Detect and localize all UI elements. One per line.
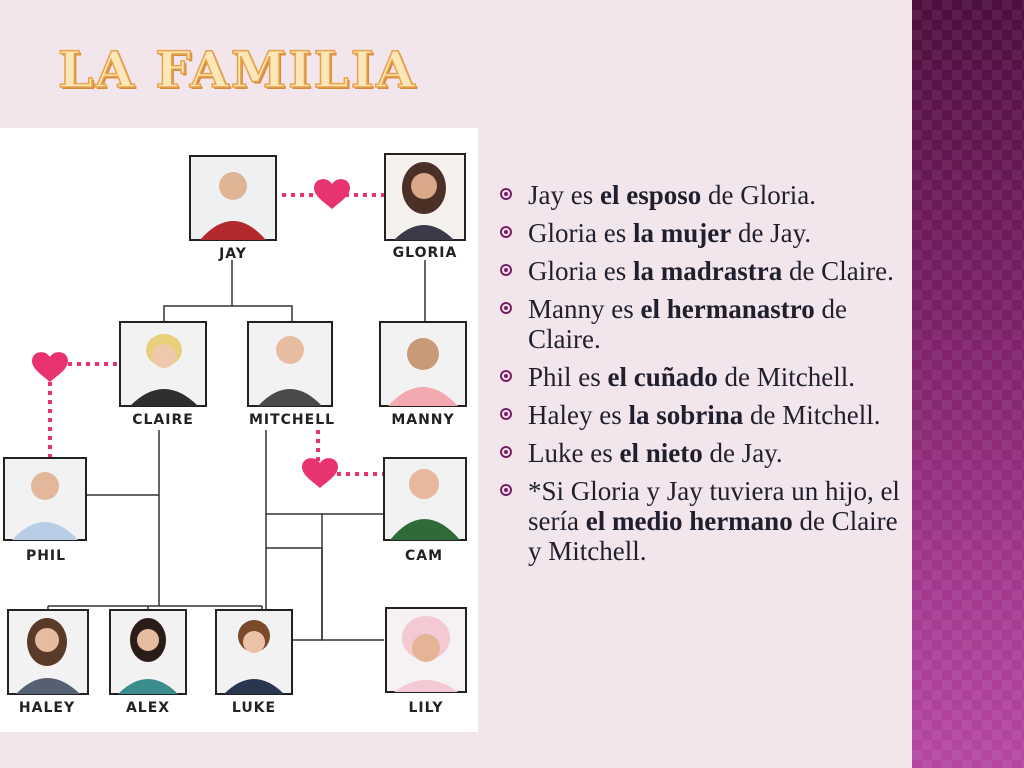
name-label: MANNY [391,412,454,428]
name-label: ALEX [126,700,170,716]
slide-title: LA FAMILIA [57,39,417,100]
portrait-mitchell [247,321,333,407]
relationship-bullet-list: Jay es el esposo de Gloria. Gloria es la… [498,180,908,574]
portrait-luke [215,609,293,695]
portrait-haley [7,609,89,695]
name-label: CAM [405,548,443,564]
family-tree-diagram: JAY GLORIA CLAIRE MITCHELL MANNY PHIL CA… [3,153,467,716]
name-label: HALEY [19,700,75,716]
name-labels: JAY GLORIA CLAIRE MITCHELL MANNY PHIL CA… [19,245,458,716]
bullet-circle-icon [500,188,512,200]
heart-icon [32,352,68,382]
bullet-circle-icon [500,302,512,314]
bullet-circle-icon [500,370,512,382]
bullet-circle-icon [500,484,512,496]
bullet-item: *Si Gloria y Jay tuviera un hijo, el ser… [498,476,908,566]
bullet-item: Gloria es la madrastra de Claire. [498,256,908,286]
portrait-alex [109,609,187,695]
name-label: GLORIA [393,245,458,261]
bullet-item: Gloria es la mujer de Jay. [498,218,908,248]
portrait-lily [385,607,467,693]
bullet-item: Haley es la sobrina de Mitchell. [498,400,908,430]
heart-icon [302,458,338,488]
portrait-gloria [384,153,466,241]
tree-connectors [47,260,426,641]
portrait-jay [189,155,277,241]
bullet-circle-icon [500,264,512,276]
portrait-claire [119,321,207,407]
name-label: CLAIRE [132,412,194,428]
bullet-circle-icon [500,226,512,238]
bullet-item: Manny es el hermanastro de Claire. [498,294,908,354]
decorative-side-bar [912,0,1024,768]
heart-icon [314,179,350,209]
bullet-item: Phil es el cuñado de Mitchell. [498,362,908,392]
heart-icons [32,179,350,488]
portrait-phil [3,457,87,541]
family-tree-image: JAY GLORIA CLAIRE MITCHELL MANNY PHIL CA… [0,128,478,732]
bullet-item: Jay es el esposo de Gloria. [498,180,908,210]
name-label: MITCHELL [249,412,335,428]
name-label: PHIL [26,548,66,564]
portrait-cam [383,457,467,541]
name-label: LILY [408,700,443,716]
portrait-frames [3,153,467,695]
bullet-circle-icon [500,408,512,420]
name-label: JAY [218,246,247,262]
portrait-manny [379,321,467,407]
name-label: LUKE [232,700,276,716]
bullet-circle-icon [500,446,512,458]
bullet-item: Luke es el nieto de Jay. [498,438,908,468]
